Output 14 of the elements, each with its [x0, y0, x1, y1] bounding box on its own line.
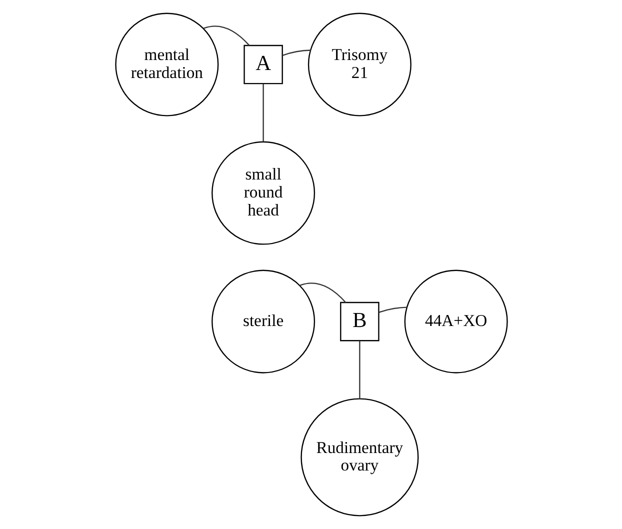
connector — [262, 84, 264, 142]
node-box: B — [340, 302, 379, 342]
connector — [299, 282, 346, 303]
node-circle: Trisomy 21 — [307, 12, 411, 116]
connector — [282, 50, 310, 56]
node-circle: mental retardation — [114, 12, 218, 116]
node-circle: Rudimentary ovary — [300, 398, 418, 516]
node-circle: 44A+XO — [404, 270, 508, 374]
connector — [378, 306, 406, 314]
node-circle: sterile — [211, 270, 315, 374]
node-circle: small round head — [211, 141, 315, 245]
connector — [202, 26, 250, 46]
connector — [358, 340, 360, 399]
node-box: A — [243, 44, 282, 84]
